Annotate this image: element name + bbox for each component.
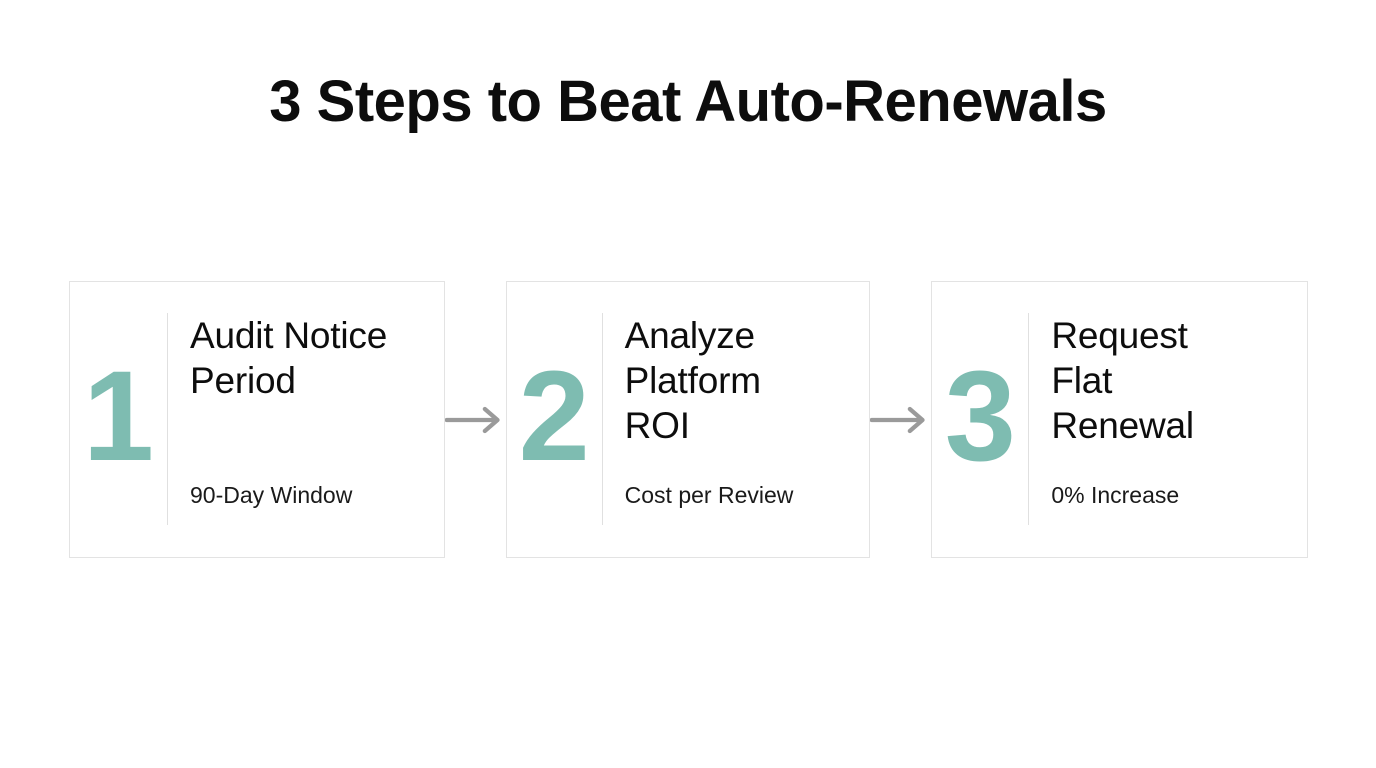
step-subtitle-3: 0% Increase <box>1051 482 1180 508</box>
step-heading-2: Analyze Platform ROI <box>624 315 761 446</box>
arrow-right-icon <box>870 406 925 433</box>
step-number-1: 1 <box>82 344 155 488</box>
step-card-2[interactable]: 2 Analyze Platform ROI Cost per Review <box>505 281 871 558</box>
step-body-3: Request Flat Renewal 0% Increase <box>1028 313 1307 525</box>
page-title: 3 Steps to Beat Auto-Renewals <box>269 69 1107 134</box>
step-number-2: 2 <box>518 344 590 488</box>
steps-row: 1 Audit Notice Period 90-Day Window 2 An… <box>69 281 1308 558</box>
step-body-1: Audit Notice Period 90-Day Window <box>167 313 444 525</box>
step-body-2: Analyze Platform ROI Cost per Review <box>601 313 870 525</box>
step-connector-1 <box>444 281 506 558</box>
arrow-right-icon <box>444 406 500 433</box>
step-heading-1: Audit Notice Period <box>190 315 388 401</box>
step-heading-3: Request Flat Renewal <box>1051 315 1194 446</box>
step-subtitle-2: Cost per Review <box>624 482 794 508</box>
step-number-3: 3 <box>944 344 1016 488</box>
step-card-3[interactable]: 3 Request Flat Renewal 0% Increase <box>931 281 1308 558</box>
step-card-1[interactable]: 1 Audit Notice Period 90-Day Window <box>69 281 445 558</box>
step-subtitle-1: 90-Day Window <box>190 482 353 508</box>
step-connector-2 <box>870 281 931 558</box>
